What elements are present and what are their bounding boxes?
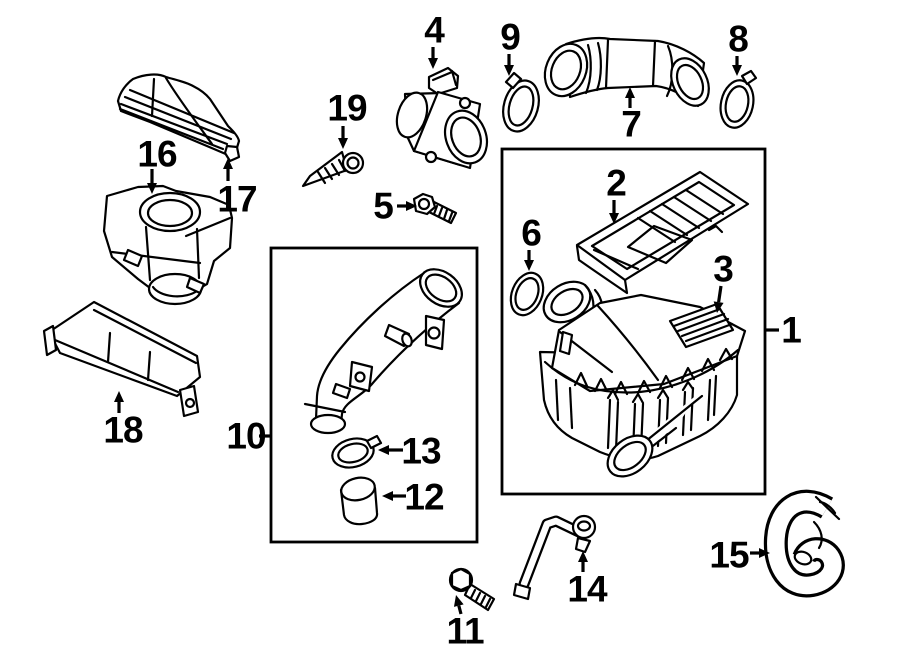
callout-arrowhead-18: [114, 391, 124, 402]
callout-label-15: 15: [709, 534, 749, 576]
part-15-hose-drawing: [763, 489, 845, 598]
callout-label-18: 18: [103, 409, 143, 451]
part-6-seal-ring-drawing: [509, 271, 545, 317]
part-17-cover-drawing: [116, 73, 241, 163]
part-19-screw-drawing: [301, 150, 365, 188]
callout-label-3: 3: [713, 248, 734, 290]
callout-label-9: 9: [500, 16, 521, 58]
callout-arrow-11: [457, 605, 463, 615]
part-14-bracket-drawing: [512, 514, 597, 601]
callout-label-1: 1: [781, 309, 802, 351]
callout-label-5: 5: [373, 185, 394, 227]
callout-arrowhead-17: [223, 158, 233, 169]
callout-label-14: 14: [567, 568, 607, 610]
part-12-coupler-drawing: [339, 476, 379, 526]
callout-arrowhead-6: [524, 260, 534, 271]
callout-label-12: 12: [404, 476, 444, 518]
callout-label-11: 11: [446, 610, 484, 652]
part-2-filter-element-drawing: [575, 170, 750, 295]
part-7-air-duct-drawing: [543, 36, 710, 108]
part-13-clamp-drawing: [331, 434, 383, 469]
part-1-air-cleaner-housing-drawing: [538, 280, 747, 478]
part-8-clamp-drawing: [719, 69, 758, 129]
part-18-intake-duct-drawing: [42, 300, 202, 418]
callout-arrowhead-13: [378, 445, 389, 455]
part-3-filter-media-drawing: [668, 302, 735, 349]
callout-arrowhead-8: [732, 65, 742, 76]
group-box-intake-tube: [269, 246, 479, 544]
callout-arrowhead-7: [625, 87, 635, 98]
callout-label-4: 4: [424, 9, 445, 51]
callout-arrowhead-4: [428, 58, 438, 69]
callout-arrowhead-9: [504, 65, 514, 76]
callout-arrowhead-15: [759, 548, 770, 558]
part-9-clamp-drawing: [502, 71, 540, 133]
callout-arrowhead-3: [713, 301, 724, 313]
part-4-maf-sensor-drawing: [395, 66, 489, 170]
callout-label-17: 17: [217, 178, 257, 220]
callout-arrowhead-12: [382, 491, 393, 501]
callout-label-10: 10: [226, 415, 266, 457]
callout-label-8: 8: [728, 18, 749, 60]
callout-label-16: 16: [137, 133, 177, 175]
callout-arrowhead-11: [453, 595, 464, 607]
part-5-bolt-drawing: [412, 192, 458, 225]
callout-arrowhead-16: [147, 183, 157, 194]
callout-label-2: 2: [606, 162, 627, 204]
callout-arrowhead-19: [338, 138, 348, 149]
callout-arrowhead-14: [578, 551, 588, 562]
part-10-intake-tube-drawing: [303, 268, 463, 435]
group-box-air-cleaner-assembly: [500, 147, 767, 496]
callout-label-13: 13: [401, 430, 441, 472]
callout-arrowhead-5: [406, 201, 417, 211]
part-16-resonator-housing-drawing: [102, 184, 234, 306]
callout-arrowhead-2: [609, 213, 619, 224]
callout-label-7: 7: [621, 103, 642, 145]
callout-arrow-3: [717, 285, 723, 303]
callout-label-19: 19: [327, 87, 367, 129]
part-11-bolt-drawing: [448, 567, 496, 612]
callout-label-6: 6: [521, 212, 542, 254]
